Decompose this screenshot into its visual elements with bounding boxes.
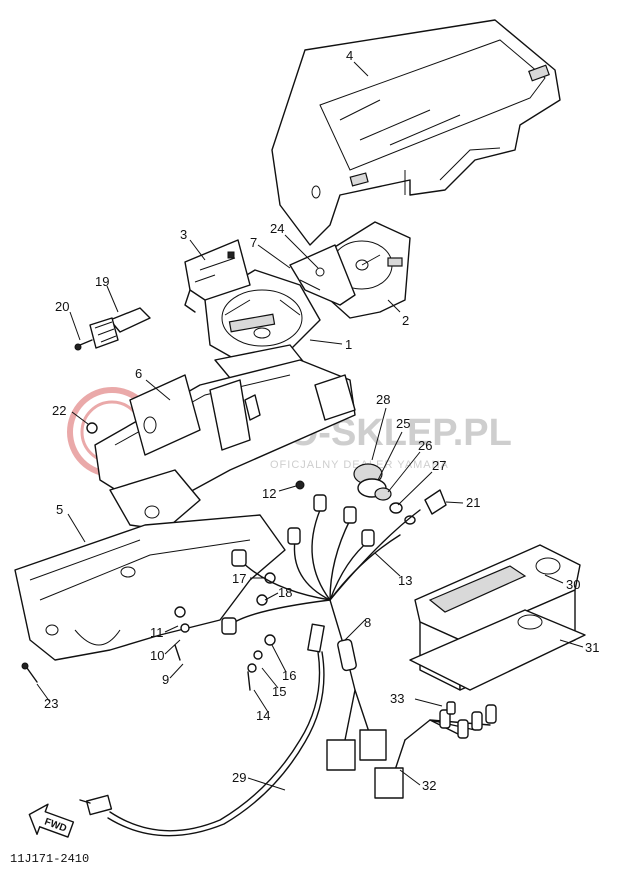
indicator-panel-part	[289, 244, 356, 306]
callout-26: 26	[418, 438, 432, 453]
callout-20: 20	[55, 299, 69, 314]
meter-cover-part	[271, 19, 561, 246]
meter-bracket-part	[184, 239, 251, 313]
callout-27: 27	[432, 458, 446, 473]
callout-6: 6	[135, 366, 142, 381]
callout-23: 23	[44, 696, 58, 711]
grommet-set	[353, 463, 416, 525]
callout-32: 32	[422, 778, 436, 793]
leader-lines	[36, 61, 584, 791]
callout-5: 5	[56, 502, 63, 517]
callout-33: 33	[390, 691, 404, 706]
callout-11: 11	[150, 625, 164, 640]
callout-16: 16	[282, 668, 296, 683]
callout-3: 3	[180, 227, 187, 242]
callout-labels: 4 2 1 3 7 24 19 20 6 22 5 12 28 25 26 27…	[44, 48, 599, 793]
watermark-subtitle: OFICJALNY DEALER YAMAHA	[270, 459, 449, 471]
lower-cover-part	[14, 514, 286, 661]
trip-knob-part	[74, 307, 151, 351]
callout-25: 25	[396, 416, 410, 431]
callout-1: 1	[345, 337, 352, 352]
callout-15: 15	[272, 684, 286, 699]
callout-4: 4	[346, 48, 353, 63]
speedometer-cable-part	[79, 623, 325, 837]
callout-17: 17	[232, 571, 246, 586]
callout-10: 10	[150, 648, 164, 663]
wire-harness-part	[221, 494, 421, 771]
callout-7: 7	[250, 235, 257, 250]
callout-24: 24	[270, 221, 284, 236]
callout-19: 19	[95, 274, 109, 289]
callout-8: 8	[364, 615, 371, 630]
main-bracket-part	[94, 359, 356, 531]
callout-29: 29	[232, 770, 246, 785]
callout-9: 9	[162, 672, 169, 687]
callout-13: 13	[398, 573, 412, 588]
bulb-part	[424, 489, 447, 515]
callout-2: 2	[402, 313, 409, 328]
callout-12: 12	[262, 486, 276, 501]
lamp-socket-part	[374, 701, 497, 799]
callout-21: 21	[466, 495, 480, 510]
drawing-code: 11J171-2410	[10, 852, 89, 866]
callout-14: 14	[256, 708, 270, 723]
callout-18: 18	[278, 585, 292, 600]
callout-28: 28	[376, 392, 390, 407]
callout-22: 22	[52, 403, 66, 418]
forward-arrow: FWD	[28, 803, 75, 838]
indicator-housing-part	[409, 544, 586, 691]
callout-31: 31	[585, 640, 599, 655]
callout-30: 30	[566, 577, 580, 592]
fasteners	[21, 422, 305, 691]
